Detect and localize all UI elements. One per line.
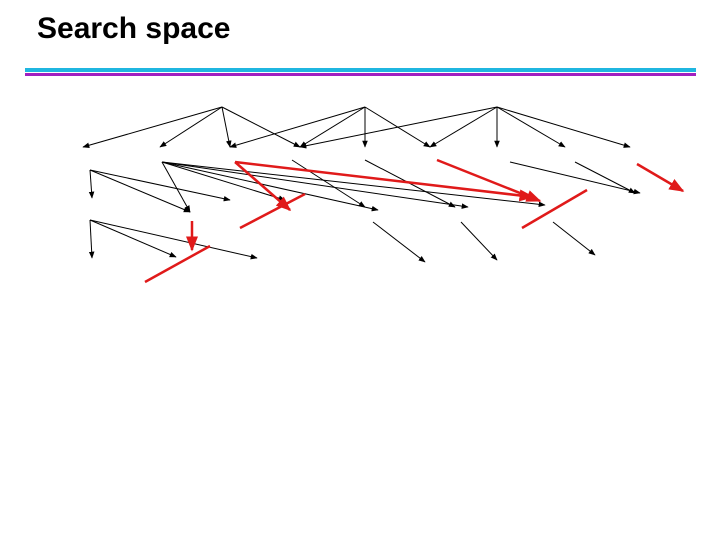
edge-line-highlighted [144, 244, 211, 284]
edge-arrow-highlighted [234, 160, 535, 202]
edge-arrow [89, 219, 177, 258]
edge-arrow-highlighted [436, 158, 542, 203]
edge-arrow [89, 169, 231, 202]
edge-arrow [460, 221, 498, 261]
edge-arrow [509, 161, 641, 195]
edge-arrow [161, 161, 286, 201]
edges-highlighted-group [144, 158, 685, 284]
slide-title: Search space [37, 12, 231, 45]
edge-line-highlighted [239, 192, 306, 230]
edge-arrow [88, 169, 95, 199]
edge-arrow [161, 161, 191, 213]
edge-arrow [161, 161, 379, 212]
edge-arrow [89, 169, 191, 213]
edge-arrow [88, 219, 95, 259]
edges-default-group [82, 106, 641, 263]
edge-arrow [429, 106, 498, 148]
edge-arrow [221, 106, 232, 148]
edge-arrow [89, 219, 258, 260]
edge-arrow [496, 106, 566, 148]
edge-arrow [161, 161, 469, 209]
edge-line-highlighted [521, 188, 588, 230]
edge-arrow [221, 106, 301, 148]
edge-arrow [161, 161, 546, 208]
edge-arrow [574, 161, 636, 194]
edge-arrow [552, 221, 596, 256]
edge-arrow [372, 221, 426, 263]
edge-arrow-highlighted [234, 161, 292, 211]
edge-arrow-highlighted [636, 162, 685, 193]
title-underline-cyan [25, 68, 696, 72]
edge-arrow [299, 106, 498, 149]
title-underline-purple [25, 73, 696, 76]
edge-arrow [291, 159, 366, 208]
edge-arrow [299, 106, 366, 148]
edge-arrow [229, 106, 366, 148]
edge-arrow [82, 106, 223, 148]
edge-arrow [159, 106, 223, 148]
edge-arrow [496, 106, 631, 148]
